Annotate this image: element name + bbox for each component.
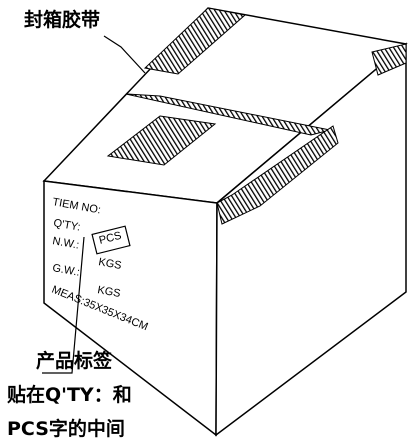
sealing-tape-top-back — [143, 7, 247, 75]
sealing-tape-back-edge — [371, 43, 407, 76]
attach-note-line-1: 贴在Q'TY：和 — [7, 384, 132, 406]
box-right-face — [215, 42, 407, 437]
pcs-box — [91, 225, 131, 255]
marking-pcs: PCS — [98, 230, 123, 247]
marking-kgs-1: KGS — [97, 256, 122, 272]
tape-leader-line — [103, 35, 146, 74]
label-leader-line — [42, 236, 85, 374]
sealing-tape-top-front — [106, 115, 217, 166]
attach-note-line-2: PCS字的中间 — [7, 418, 125, 440]
marking-gw: G.W.: — [51, 262, 80, 279]
marking-nw: N.W.: — [51, 235, 80, 251]
marking-qty: Q'TY: — [52, 217, 81, 234]
sealing-tape-right-face — [216, 125, 339, 225]
marking-kgs-2: KGS — [96, 284, 121, 300]
product-label-callout: 产品标签 — [36, 350, 113, 372]
tape-callout-label: 封箱胶带 — [24, 9, 101, 31]
